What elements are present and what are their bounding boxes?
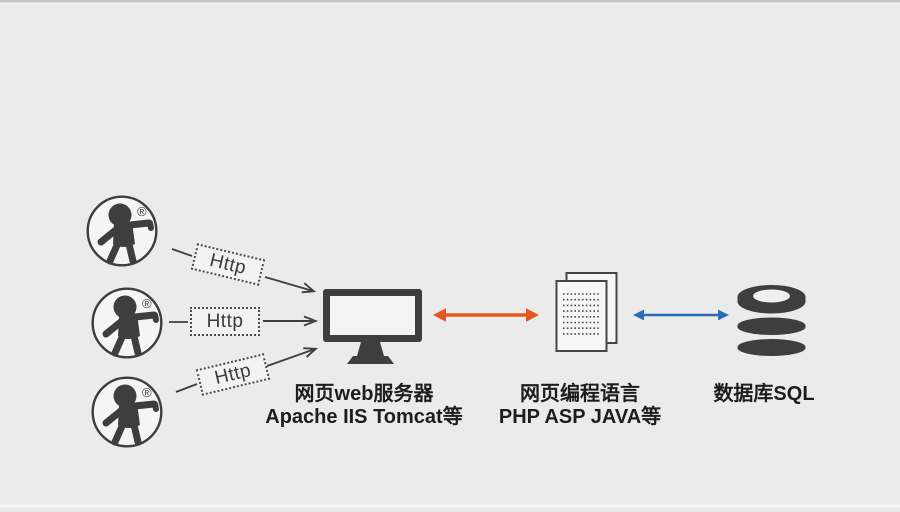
blue-bidirectional-arrow	[633, 309, 729, 321]
http-badge-label: Http	[206, 310, 244, 332]
http-request-arrow	[266, 347, 319, 367]
languages-title: 网页编程语言	[520, 383, 640, 405]
web-server-subtitle: Apache IIS Tomcat等	[265, 406, 463, 428]
code-pages-icon	[555, 272, 618, 352]
bottom-edge-strip	[0, 505, 900, 512]
web-server-title: 网页web服务器	[294, 383, 434, 405]
top-edge-strip	[0, 0, 900, 5]
languages-subtitle: PHP ASP JAVA等	[498, 406, 662, 428]
http-request-arrows	[263, 276, 319, 367]
orange-bidirectional-arrow	[433, 308, 539, 322]
http-badge: Http	[190, 307, 260, 336]
web-server-icon	[323, 289, 422, 364]
connector-lines	[169, 248, 198, 393]
http-request-arrow	[264, 276, 317, 294]
database-label: 数据库SQL	[664, 383, 864, 406]
user-icon	[93, 378, 162, 447]
http-request-arrow	[263, 315, 319, 327]
user-icon	[93, 289, 162, 358]
user-icon	[88, 197, 157, 266]
http-badge-label: Http	[207, 249, 249, 279]
languages-label: 网页编程语言 PHP ASP JAVA等	[460, 383, 700, 429]
web-server-label: 网页web服务器 Apache IIS Tomcat等	[244, 383, 484, 429]
database-icon	[737, 285, 806, 356]
database-title: 数据库SQL	[713, 383, 815, 405]
